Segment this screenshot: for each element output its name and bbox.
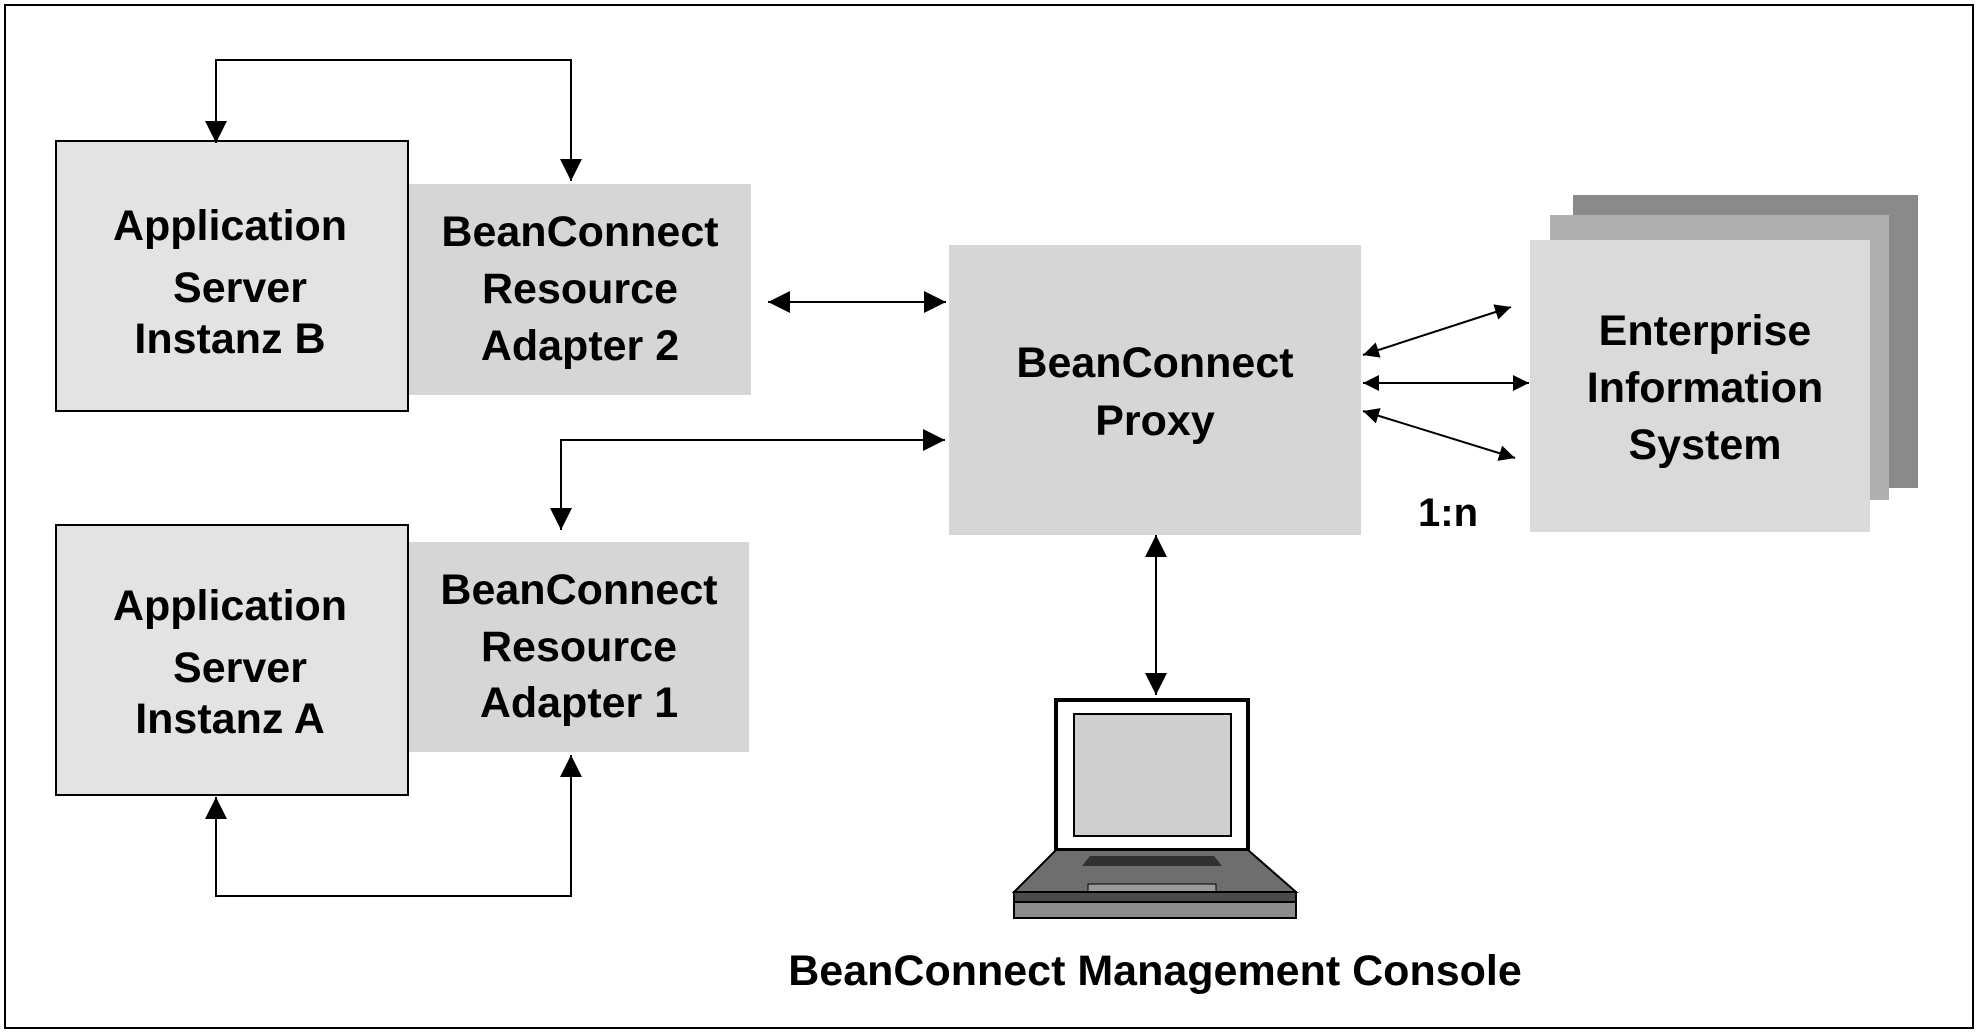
eis-line2: Information <box>1587 364 1823 412</box>
adapter-1-line1: BeanConnect <box>440 566 717 614</box>
app-server-b-line2: Server <box>173 264 307 312</box>
adapter-2-line2: Resource <box>482 265 678 313</box>
app-server-b-box: Application Server Instanz B <box>55 140 409 412</box>
app-server-a-line2: Server <box>173 644 307 692</box>
arrow-adapter-1-proxy <box>550 429 945 530</box>
app-server-a-line3: Instanz A <box>135 695 325 743</box>
proxy-line2: Proxy <box>1095 397 1215 445</box>
arrow-proxy-eis-3 <box>1362 408 1516 461</box>
resource-adapter-1-box: BeanConnect Resource Adapter 1 <box>409 542 749 752</box>
app-server-a-line1: Application <box>113 582 347 630</box>
resource-adapter-2-box: BeanConnect Resource Adapter 2 <box>409 184 751 395</box>
adapter-1-line3: Adapter 1 <box>480 679 678 727</box>
laptop-icon <box>1011 698 1299 919</box>
ratio-label: 1:n <box>1418 491 1478 535</box>
adapter-2-line3: Adapter 2 <box>481 322 679 370</box>
app-server-b-line3: Instanz B <box>134 315 325 363</box>
adapter-2-line1: BeanConnect <box>441 208 718 256</box>
app-server-a-box: Application Server Instanz A <box>55 524 409 796</box>
connector-server-b-adapter-2 <box>205 59 582 181</box>
eis-line1: Enterprise <box>1599 307 1812 355</box>
connector-server-a-adapter-1 <box>205 755 582 897</box>
arrow-proxy-eis-1 <box>1362 304 1512 358</box>
beanconnect-proxy-box: BeanConnect Proxy <box>949 245 1361 535</box>
console-label: BeanConnect Management Console <box>788 947 1522 995</box>
proxy-line1: BeanConnect <box>1016 339 1293 387</box>
eis-front-layer <box>1530 240 1870 532</box>
adapter-1-line2: Resource <box>481 623 677 671</box>
eis-line3: System <box>1629 421 1782 469</box>
enterprise-information-system-stack: Enterprise Information System <box>1530 195 1918 532</box>
app-server-b-line1: Application <box>113 202 347 250</box>
